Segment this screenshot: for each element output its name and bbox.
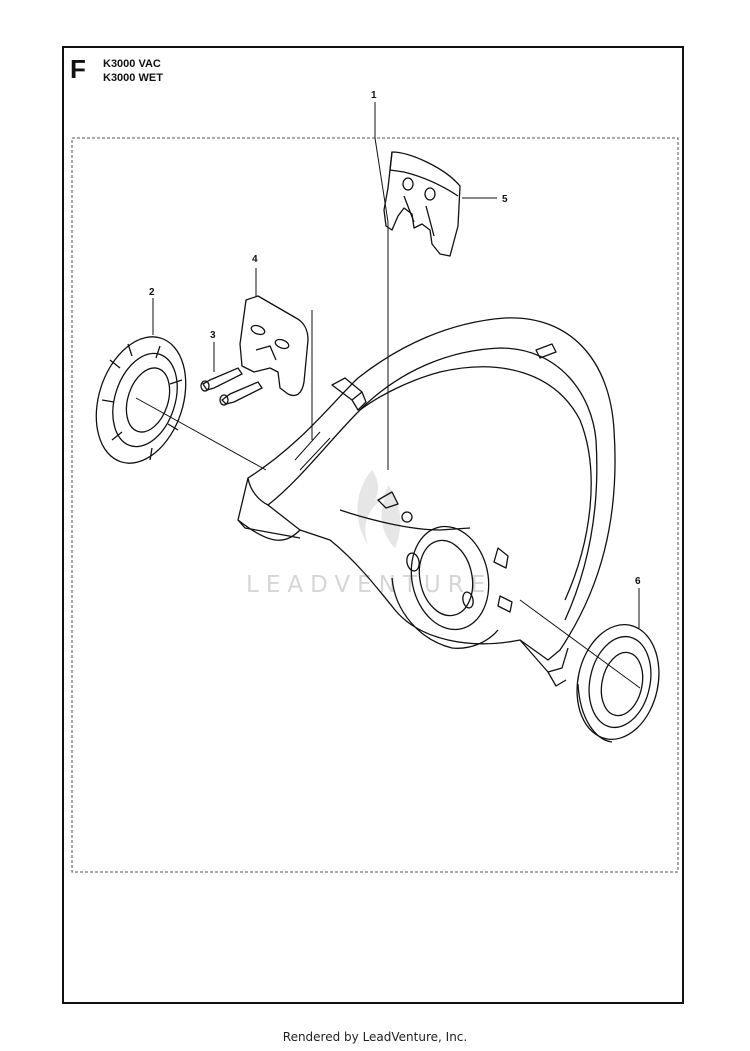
diagram-frame bbox=[62, 46, 684, 1004]
mounting-plate-part bbox=[239, 295, 309, 397]
leader-2-axis bbox=[135, 397, 267, 471]
watermark-text: LEADVENTURE bbox=[246, 572, 492, 598]
footer-credit: Rendered by LeadVenture, Inc. bbox=[282, 1030, 468, 1044]
callout-6: 6 bbox=[635, 576, 641, 587]
section-letter: F bbox=[70, 54, 86, 84]
right-flange-part bbox=[576, 624, 660, 743]
model-list: K3000 VAC K3000 WET bbox=[103, 57, 163, 85]
callout-4: 4 bbox=[252, 254, 258, 265]
callout-2: 2 bbox=[149, 287, 155, 298]
callout-1: 1 bbox=[371, 90, 377, 101]
watermark: LEADVENTURE bbox=[246, 470, 492, 598]
screw-part bbox=[200, 367, 263, 406]
leader-1 bbox=[374, 137, 389, 470]
model-label: K3000 WET bbox=[103, 72, 163, 84]
left-flange-part bbox=[95, 336, 187, 464]
blade-guard-part bbox=[237, 317, 616, 687]
callout-5: 5 bbox=[502, 194, 508, 205]
leader-6-axis bbox=[519, 599, 641, 689]
model-label: K3000 VAC bbox=[103, 58, 161, 70]
callout-3: 3 bbox=[210, 330, 216, 341]
guard-clip-part bbox=[383, 151, 461, 257]
leader-lines bbox=[135, 137, 641, 689]
